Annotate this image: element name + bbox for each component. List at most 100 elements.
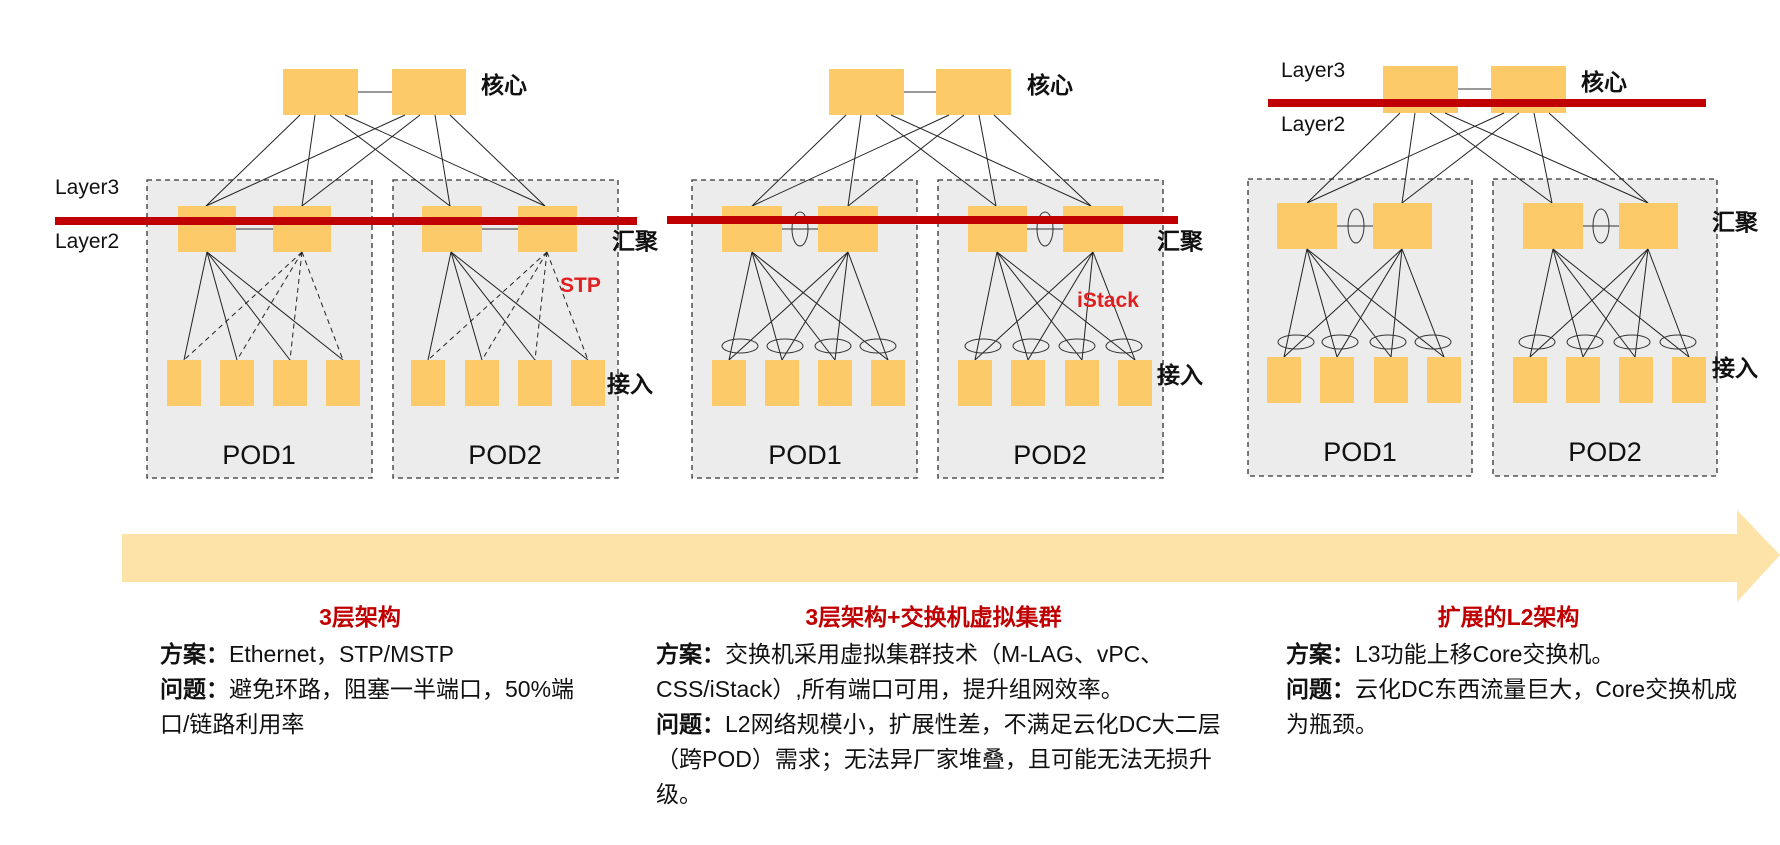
access-switch (818, 360, 852, 406)
label-access: 接入 (607, 371, 653, 397)
link-aggregation-ellipse (1659, 334, 1697, 350)
line-text: Ethernet，STP/MSTP (229, 641, 454, 667)
line-text: L2网络规模小，扩展性差，不满足云化DC大二层（跨POD）需求；无法异厂家堆叠，… (656, 711, 1221, 807)
aggregation-switch (1619, 203, 1678, 249)
aggregation-switch (1523, 203, 1583, 249)
access-switch (1320, 357, 1354, 403)
panel-extended-l2: 扩展的L2架构 方案：L3功能上移Core交换机。 问题：云化DC东西流量巨大，… (1286, 600, 1756, 742)
access-switch (273, 360, 307, 406)
access-switch (465, 360, 499, 406)
aggregation-switch (968, 206, 1027, 252)
label-aggregation: 汇聚 (612, 228, 659, 254)
label-access: 接入 (1157, 362, 1203, 388)
access-switch (1011, 360, 1045, 406)
label-pod1: POD1 (768, 440, 842, 470)
label-layer2: Layer2 (1281, 113, 1345, 136)
diagram-extended-l2 (1247, 66, 1718, 477)
aggregation-switch (273, 206, 331, 252)
label-layer3: Layer3 (1281, 59, 1345, 82)
label-stp: STP (560, 274, 601, 297)
stack-link-ellipse (1592, 208, 1610, 244)
panel-line: 方案：L3功能上移Core交换机。 (1286, 637, 1756, 672)
label-pod1: POD1 (1323, 437, 1397, 467)
link-aggregation-ellipse (721, 338, 759, 354)
label-core: 核心 (1027, 72, 1073, 98)
aggregation-switch (1063, 206, 1123, 252)
label-istack: iStack (1077, 289, 1139, 312)
access-switch (871, 360, 905, 406)
access-switch (1427, 357, 1461, 403)
label-aggregation: 汇聚 (1157, 228, 1204, 254)
link-aggregation-ellipse (1613, 334, 1651, 350)
line-key: 问题： (1286, 676, 1355, 702)
stack-link-ellipse (1036, 211, 1054, 247)
label-layer2: Layer2 (55, 230, 119, 253)
access-switch (411, 360, 445, 406)
label-aggregation: 汇聚 (1712, 209, 1759, 235)
link-aggregation-ellipse (1012, 338, 1050, 354)
core-switch (829, 69, 904, 115)
link-aggregation-ellipse (1105, 338, 1143, 354)
aggregation-switch (422, 206, 482, 252)
aggregation-switch (1277, 203, 1337, 249)
link-aggregation-ellipse (1414, 334, 1452, 350)
line-key: 方案： (656, 641, 725, 667)
access-switch (220, 360, 254, 406)
link-aggregation-ellipse (1321, 334, 1359, 350)
access-switch (1267, 357, 1301, 403)
label-core: 核心 (1581, 69, 1627, 95)
access-switch (1619, 357, 1653, 403)
access-switch (958, 360, 992, 406)
label-layer3: Layer3 (55, 176, 119, 199)
access-switch (571, 360, 605, 406)
link-aggregation-ellipse (1566, 334, 1604, 350)
line-text: 避免环路，阻塞一半端口，50%端口/链路利用率 (160, 676, 575, 737)
stack-link-ellipse (1347, 208, 1365, 244)
panel-three-layer: 3层架构 方案：Ethernet，STP/MSTP 问题：避免环路，阻塞一半端口… (160, 600, 600, 742)
line-text: L3功能上移Core交换机。 (1355, 641, 1615, 667)
access-switch (1374, 357, 1408, 403)
access-switch (1566, 357, 1600, 403)
access-switch (326, 360, 360, 406)
diagram-three-layer (55, 69, 637, 479)
link-aggregation-ellipse (1369, 334, 1407, 350)
panel-line: 方案：Ethernet，STP/MSTP (160, 637, 600, 672)
link-aggregation-ellipse (1277, 334, 1315, 350)
line-text: 交换机采用虚拟集群技术（M-LAG、vPC、CSS/iStack）,所有端口可用… (656, 641, 1164, 702)
link-aggregation-ellipse (1058, 338, 1096, 354)
core-switch (392, 69, 466, 115)
core-switch (936, 69, 1011, 115)
access-switch (1513, 357, 1547, 403)
panel-line: 问题：L2网络规模小，扩展性差，不满足云化DC大二层（跨POD）需求；无法异厂家… (656, 707, 1231, 812)
aggregation-switch (722, 206, 782, 252)
panel-title: 3层架构+交换机虚拟集群 (805, 604, 1062, 630)
line-text: 云化DC东西流量巨大，Core交换机成为瓶颈。 (1286, 676, 1738, 737)
stack-link-ellipse (791, 211, 809, 247)
progression-arrow (122, 510, 1780, 602)
link-aggregation-ellipse (859, 338, 897, 354)
panel-line: 问题：云化DC东西流量巨大，Core交换机成为瓶颈。 (1286, 672, 1756, 742)
panel-title: 扩展的L2架构 (1437, 604, 1580, 630)
aggregation-switch (1373, 203, 1432, 249)
label-pod1: POD1 (222, 440, 296, 470)
aggregation-switch (818, 206, 878, 252)
link-aggregation-ellipse (964, 338, 1002, 354)
panel-line: 问题：避免环路，阻塞一半端口，50%端口/链路利用率 (160, 672, 600, 742)
access-switch (712, 360, 746, 406)
access-switch (167, 360, 201, 406)
line-key: 方案： (1286, 641, 1355, 667)
aggregation-switch (178, 206, 236, 252)
line-key: 问题： (160, 676, 229, 702)
access-switch (1118, 360, 1152, 406)
access-switch (1065, 360, 1099, 406)
access-switch (518, 360, 552, 406)
line-key: 方案： (160, 641, 229, 667)
line-key: 问题： (656, 711, 725, 737)
link-aggregation-ellipse (814, 338, 852, 354)
panel-virtual-cluster: 3层架构+交换机虚拟集群 方案：交换机采用虚拟集群技术（M-LAG、vPC、CS… (656, 600, 1231, 812)
access-switch (765, 360, 799, 406)
diagram-virtual-cluster (667, 69, 1178, 479)
label-pod2: POD2 (1568, 437, 1642, 467)
core-switch (283, 69, 358, 115)
